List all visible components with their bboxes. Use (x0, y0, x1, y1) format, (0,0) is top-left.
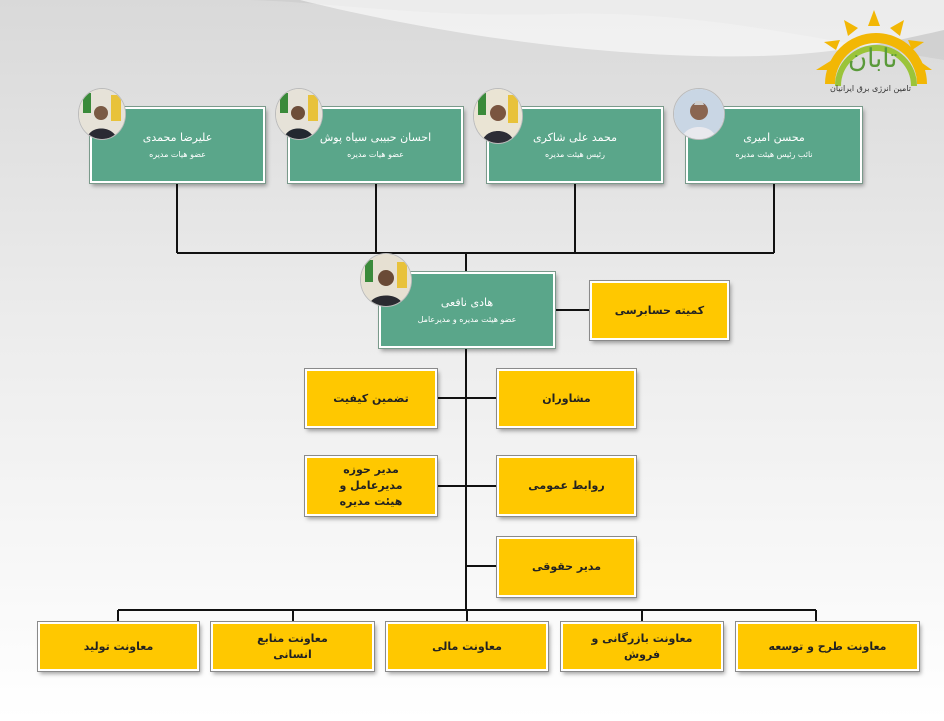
deputy-label: معاونت مالی (432, 639, 502, 653)
portrait-ehsan-habibi (275, 88, 323, 140)
quality-assurance-box: تضمین کیفیت (305, 369, 437, 428)
public-relations-box: روابط عمومی (497, 456, 636, 516)
legal-manager-box: مدیر حقوقی (497, 537, 636, 597)
portrait-alireza-mohammadi (78, 88, 126, 140)
advisors-label: مشاوران (542, 391, 591, 405)
deputy-label: معاونت طرح و توسعه (768, 639, 887, 653)
taban-logo-icon (816, 10, 932, 87)
portrait-mohammad-ali-shakeri (473, 88, 523, 144)
deputy-finance-box: معاونت مالی (386, 622, 548, 671)
board-member-name: علیرضا محمدی (142, 131, 213, 144)
logo-subtitle: تامین انرژی برق ایرانیان (830, 84, 911, 93)
quality-assurance-label: تضمین کیفیت (333, 391, 409, 405)
deputy-commerce-sales-box: معاونت بازرگانی و فروش (561, 622, 723, 671)
board-member-role: رئیس هیئت مدیره (544, 150, 605, 159)
deputy-label: معاونت بازرگانی و فروش (591, 631, 693, 661)
deputy-label: معاونت تولید (83, 639, 154, 653)
office-head-box: مدیر حوزه مدیرعامل و هیئت مدیره (305, 456, 437, 516)
board-member-role: عضو هیات مدیره (149, 150, 206, 159)
ceo-box: هادی نافعی عضو هیئت مدیره و مدیرعامل (379, 272, 555, 348)
board-member-name: محسن امیری (743, 131, 805, 144)
board-member-role: عضو هیات مدیره (347, 150, 404, 159)
board-member-role: نائب رئیس هیئت مدیره (735, 150, 813, 159)
public-relations-label: روابط عمومی (528, 479, 605, 492)
deputy-label: معاونت منابع انسانی (257, 631, 328, 661)
ceo-role: عضو هیئت مدیره و مدیرعامل (417, 315, 517, 324)
deputy-human-resources-box: معاونت منابع انسانی (211, 622, 374, 671)
advisors-box: مشاوران (497, 369, 636, 428)
deputy-production-box: معاونت تولید (38, 622, 199, 671)
portrait-hadi-nafei (360, 253, 412, 307)
board-member-name: محمد علی شاکری (533, 131, 617, 144)
office-head-label: مدیر حوزه مدیرعامل و هیئت مدیره (339, 463, 403, 508)
background-swoosh (0, 0, 944, 60)
portrait-mohsen-amiri (673, 88, 725, 140)
ceo-name: هادی نافعی (440, 296, 494, 309)
legal-manager-label: مدیر حقوقی (531, 560, 602, 573)
logo-name: تابان (848, 44, 898, 74)
board-member-name: احسان حبیبی سیاه پوش (319, 131, 432, 144)
deputy-planning-development-box: معاونت طرح و توسعه (736, 622, 919, 671)
committee-audit-box: کمیته حسابرسی (590, 281, 729, 340)
committee-audit-label: کمیته حسابرسی (614, 303, 705, 317)
